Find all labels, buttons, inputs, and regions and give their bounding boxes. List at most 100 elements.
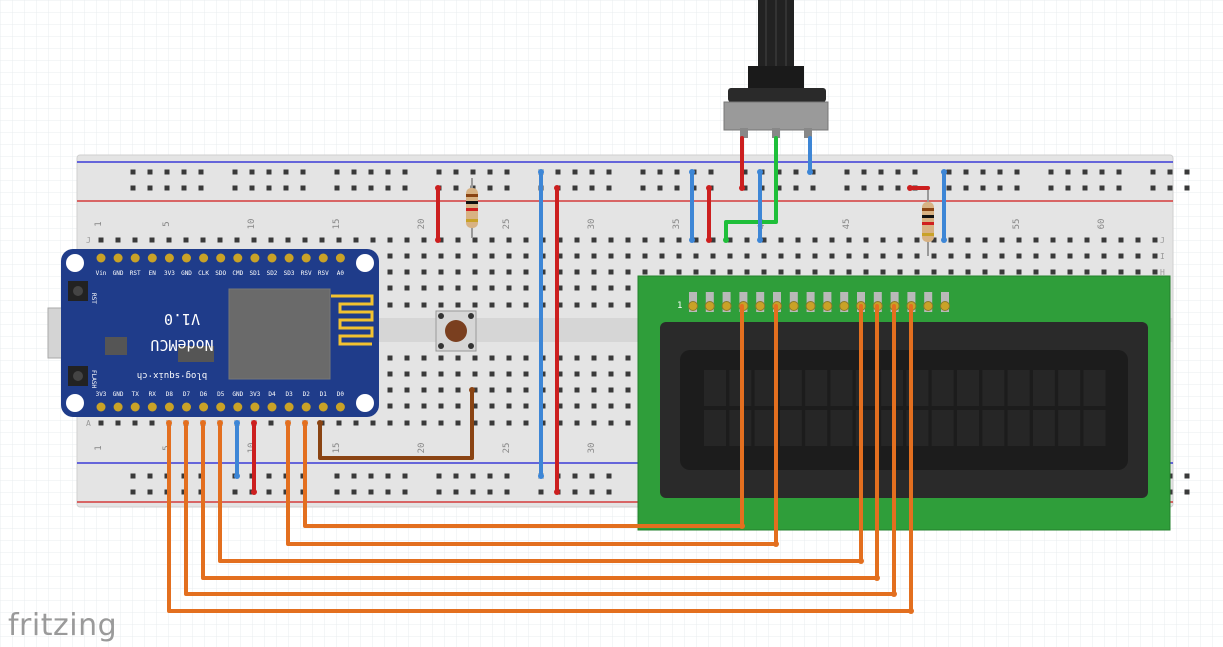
nodemcu-pin <box>335 402 345 412</box>
nodemcu-pin <box>216 402 226 412</box>
rail-hole <box>368 185 374 191</box>
wire-end <box>217 420 223 426</box>
breadboard-hole <box>472 269 478 275</box>
nodemcu-pin <box>130 253 140 263</box>
rail-hole <box>147 473 153 479</box>
lcd-header-pins <box>688 292 950 312</box>
breadboard-hole <box>455 387 461 393</box>
rail-hole <box>1082 185 1088 191</box>
breadboard-hole <box>727 269 733 275</box>
breadboard-hole <box>812 269 818 275</box>
nodemcu-pin <box>96 402 106 412</box>
breadboard-hole <box>608 403 614 409</box>
breadboard-hole <box>166 237 172 243</box>
breadboard-hole <box>234 237 240 243</box>
breadboard-hole <box>608 302 614 308</box>
breadboard-hole <box>455 420 461 426</box>
rail-hole <box>351 489 357 495</box>
rail-hole <box>504 489 510 495</box>
breadboard-hole <box>472 285 478 291</box>
lcd-cell <box>1083 410 1106 446</box>
lcd-cell <box>704 370 726 406</box>
breadboard-hole <box>523 420 529 426</box>
rail-hole <box>300 185 306 191</box>
nodemcu-pin <box>250 253 260 263</box>
row-letter: I <box>1160 252 1165 261</box>
breadboard-hole <box>693 237 699 243</box>
rst-label: RST <box>90 293 97 304</box>
rail-hole <box>487 473 493 479</box>
column-number: 60 <box>1097 219 1107 230</box>
nodemcu-pin <box>182 402 191 412</box>
rail-hole <box>1014 169 1020 175</box>
breadboard-hole <box>557 371 563 377</box>
rail-hole <box>810 185 816 191</box>
breadboard-hole <box>608 420 614 426</box>
breadboard-hole <box>591 420 597 426</box>
breadboard-hole <box>625 253 631 259</box>
rail-hole <box>470 473 476 479</box>
breadboard-hole <box>455 237 461 243</box>
breadboard-hole <box>557 253 563 259</box>
rail-hole <box>861 185 867 191</box>
rail-hole <box>572 185 578 191</box>
breadboard-hole <box>1016 253 1022 259</box>
breadboard-hole <box>574 420 580 426</box>
breadboard-hole <box>812 237 818 243</box>
lcd-pin1-label: 1 <box>677 301 682 311</box>
nodemcu-pin-label: SD2 <box>267 270 278 277</box>
breadboard-hole <box>421 237 427 243</box>
wire-end <box>538 169 544 175</box>
rail-hole <box>232 185 238 191</box>
lcd-cell <box>1058 410 1081 446</box>
breadboard-hole <box>404 269 410 275</box>
nodemcu-pin-label: RX <box>149 391 157 398</box>
breadboard-hole <box>574 253 580 259</box>
rail-hole <box>793 185 799 191</box>
breadboard-hole <box>591 237 597 243</box>
rail-hole <box>1150 169 1156 175</box>
wires <box>166 136 947 614</box>
wire-end <box>807 169 813 175</box>
wire-end <box>874 575 880 581</box>
breadboard-hole <box>421 371 427 377</box>
nodemcu-pin-label: SD3 <box>284 270 295 277</box>
breadboard-hole <box>1101 237 1107 243</box>
rail-hole <box>351 169 357 175</box>
breadboard-hole <box>523 237 529 243</box>
breadboard-hole <box>455 355 461 361</box>
column-number: 20 <box>417 219 427 230</box>
column-number: 55 <box>1012 219 1022 230</box>
breadboard-hole <box>1135 237 1141 243</box>
nodemcu-pin <box>233 402 243 412</box>
wire-orange <box>286 304 778 546</box>
lcd-cell <box>1032 410 1055 446</box>
breadboard-hole <box>642 269 648 275</box>
lcd-pin-pad <box>721 301 732 311</box>
rail-hole <box>946 169 952 175</box>
nodemcu-pin-label: GND <box>113 270 124 277</box>
breadboard-hole <box>523 285 529 291</box>
breadboard-hole <box>523 302 529 308</box>
breadboard-hole <box>183 237 189 243</box>
nodemcu-pin-label: D8 <box>166 391 174 398</box>
wire-end <box>538 473 544 479</box>
rail-hole <box>487 489 493 495</box>
wire-end <box>689 237 695 243</box>
wire-end <box>554 185 560 191</box>
rail-hole <box>912 169 918 175</box>
nodemcu-pin-label: CLK <box>198 270 209 277</box>
nodemcu-version: V1.0 <box>164 310 200 328</box>
antenna-trace <box>331 294 374 346</box>
breadboard-hole <box>591 403 597 409</box>
breadboard-hole <box>1118 237 1124 243</box>
rail-hole <box>742 169 748 175</box>
breadboard-hole <box>608 237 614 243</box>
rail-hole <box>861 169 867 175</box>
lcd-pin-pad <box>805 301 816 311</box>
breadboard-hole <box>200 237 206 243</box>
breadboard-hole <box>676 253 682 259</box>
breadboard-hole <box>931 269 937 275</box>
breadboard-hole <box>982 269 988 275</box>
rail-hole <box>232 489 238 495</box>
